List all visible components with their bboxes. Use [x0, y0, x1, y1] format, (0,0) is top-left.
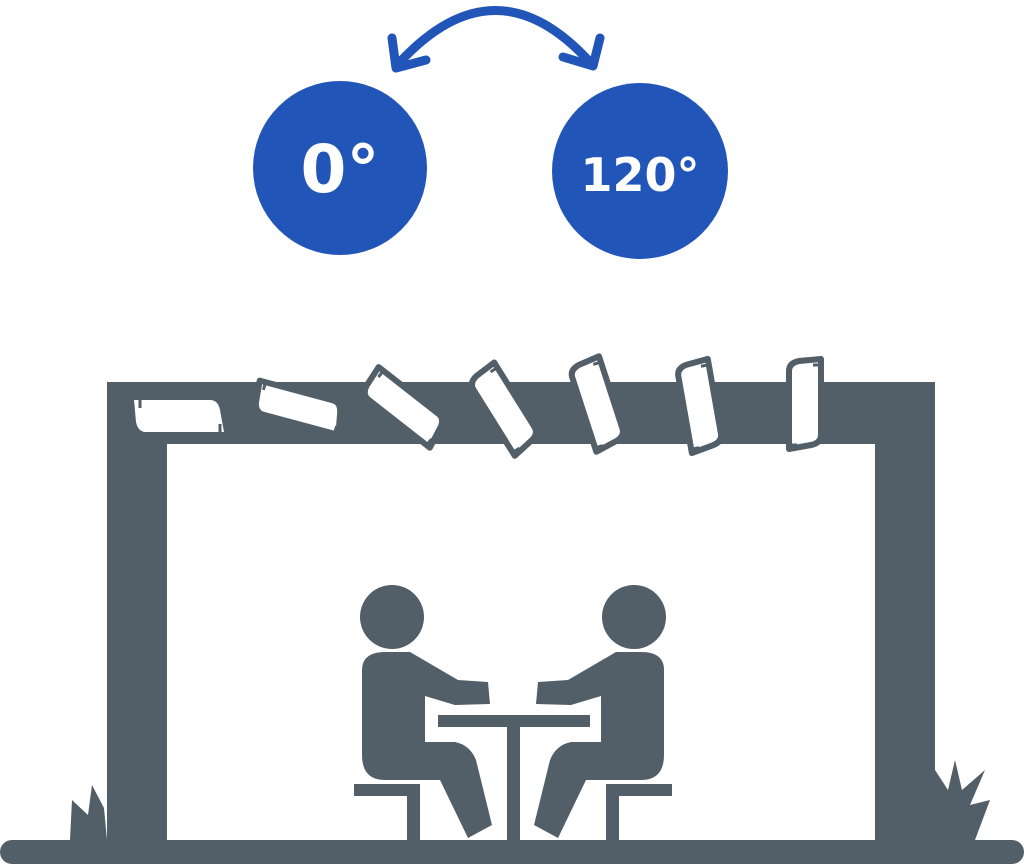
louver-icon [252, 377, 344, 438]
angle-max-label: 120° [580, 148, 699, 202]
rotation-arrow-icon [387, 6, 605, 73]
angle-min-label: 0° [301, 131, 380, 208]
louver-icon [468, 359, 539, 459]
table-icon [438, 715, 590, 840]
louver-icon [568, 353, 627, 455]
louver-icon [786, 356, 824, 452]
grass-icon [70, 760, 990, 840]
louver-icon [675, 355, 725, 457]
angle-badge-min: 0° [253, 81, 427, 255]
person-icon [534, 585, 672, 841]
angle-badge-max: 120° [552, 83, 728, 259]
person-icon [354, 585, 492, 841]
louver-icon [361, 364, 446, 451]
louver-icon [134, 400, 224, 432]
seating-scene [354, 585, 672, 841]
louver-row [134, 353, 824, 459]
